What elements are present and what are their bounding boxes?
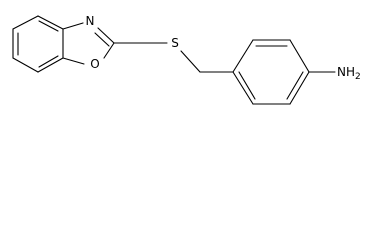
aniline-ring	[232, 39, 310, 105]
bond-s-ch2	[180, 50, 201, 73]
oxygen-atom-label: O	[90, 57, 99, 71]
sulfur-atom-label: S	[171, 36, 179, 50]
bond	[62, 57, 85, 65]
bond	[97, 27, 115, 44]
double-bond-inner	[94, 32, 110, 47]
bond	[37, 15, 64, 30]
double-bond-inner	[38, 55, 59, 68]
nitrogen-atom-label: N	[86, 14, 95, 28]
oxazole-ring	[62, 22, 115, 65]
molecule-structure: N O S NH2	[12, 14, 361, 105]
double-bond-inner	[38, 20, 59, 32]
amine-atom-label: NH2	[337, 65, 361, 82]
benzo-ring	[12, 15, 64, 73]
bond	[232, 39, 254, 73]
amine-nh: NH	[337, 65, 355, 79]
bond	[289, 71, 310, 105]
bond	[12, 57, 39, 73]
bond	[62, 22, 84, 30]
double-bond-inner	[286, 71, 304, 100]
amine-subscript: 2	[355, 72, 361, 82]
double-bond-inner	[238, 71, 256, 100]
bond	[232, 71, 254, 105]
bond	[37, 57, 64, 73]
bond	[289, 39, 310, 73]
bond	[12, 15, 39, 30]
bond	[103, 42, 115, 59]
